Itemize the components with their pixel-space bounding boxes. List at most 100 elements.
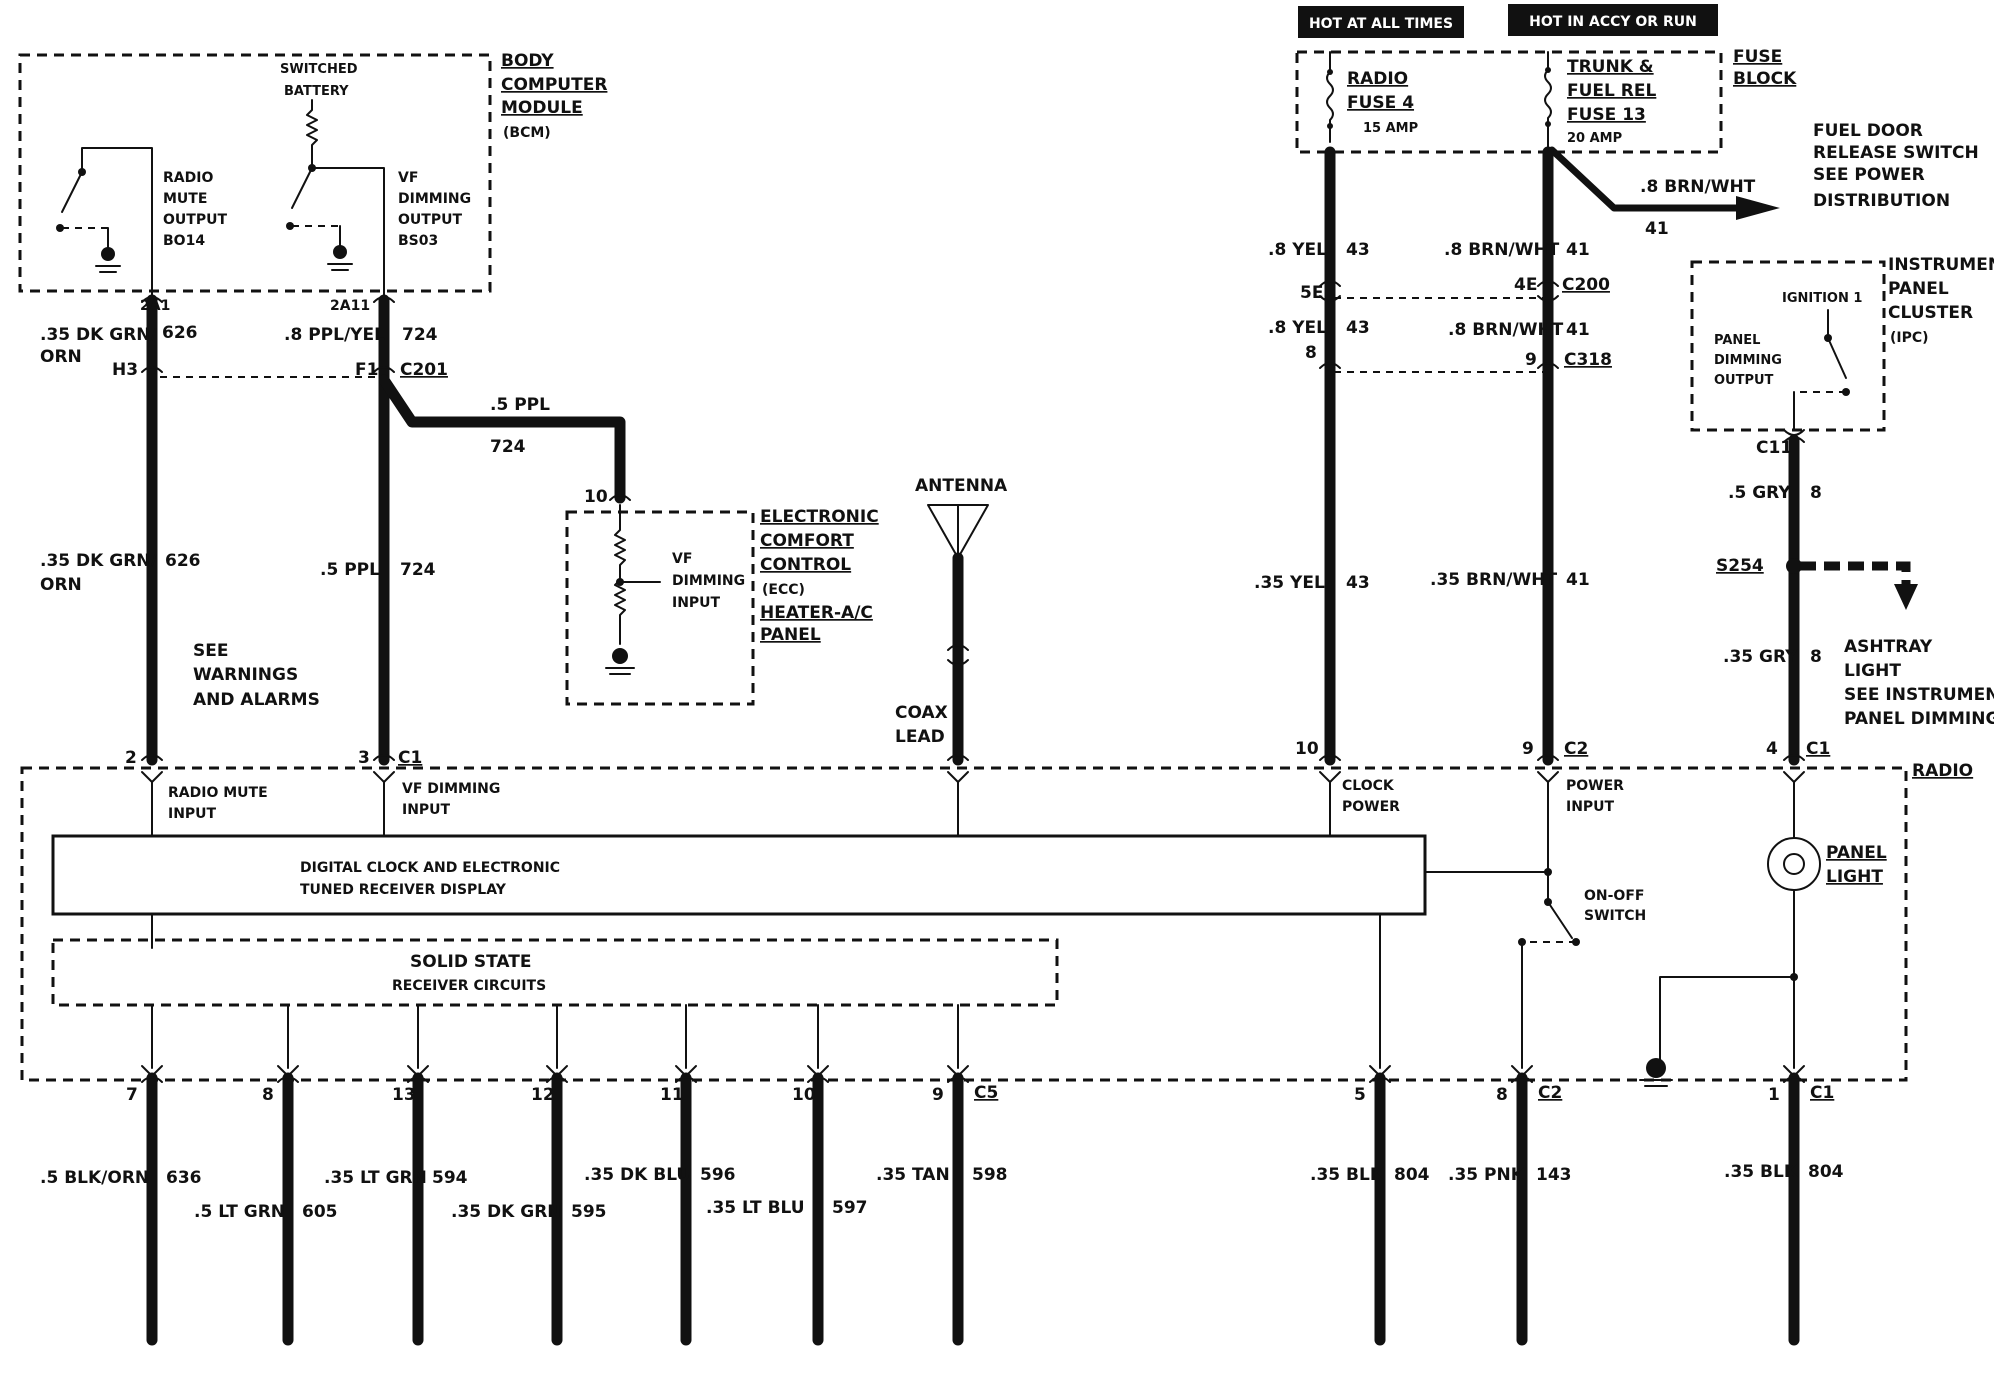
fuel-door-circuit: 41: [1645, 219, 1669, 239]
bottom-arrow-9: [1511, 1065, 1533, 1077]
vf-dimming-input-2: INPUT: [402, 802, 451, 818]
fuse-block-title-1: FUSE: [1733, 47, 1782, 67]
panel-light-icon: [1639, 771, 1821, 1087]
ashtray-text-2: LIGHT: [1844, 661, 1901, 681]
ipc-title-3: CLUSTER: [1888, 303, 1973, 323]
ipc-title-2: PANEL: [1888, 279, 1949, 299]
warnings-text-3: AND ALARMS: [193, 690, 320, 710]
bottom-connector-7: [947, 1076, 969, 1083]
wire-626-label-b: .35 DK GRN/: [40, 551, 158, 571]
bcm-radio-mute-2: MUTE: [163, 191, 207, 207]
vf-dimming-switch-icon: [286, 99, 385, 296]
on-off-switch-2: SWITCH: [1584, 908, 1646, 924]
wire-724-num-a: 724: [402, 325, 438, 345]
wire-41-label-a: .8 BRN/WHT: [1444, 240, 1560, 260]
bcm-title-2: COMPUTER: [501, 75, 607, 95]
pin-4e: 4E: [1514, 275, 1537, 295]
bottom-pin-2: 8: [262, 1085, 274, 1105]
wire-43-num-a: 43: [1346, 240, 1370, 260]
trunk-fuse-label-3: FUSE 13: [1567, 105, 1646, 125]
fuse-block: FUSE BLOCK RADIO FUSE 4 15 AMP TRUNK & F…: [1295, 47, 1797, 154]
bcm-title-3: MODULE: [501, 98, 583, 118]
wire-626-num-b: 626: [165, 551, 201, 571]
wire-41-num-c: 41: [1566, 570, 1590, 590]
ecc-title-6: PANEL: [760, 625, 821, 645]
conn-c1-b: C1: [1806, 739, 1830, 759]
bcm-radio-mute-1: RADIO: [163, 170, 213, 186]
bottom-wire-label-1: .5 BLK/ORN: [40, 1168, 149, 1188]
radio-fuse-icon: [1326, 51, 1334, 143]
bcm-switched-2: BATTERY: [284, 84, 349, 99]
bottom-arrow-10: [1783, 1065, 1805, 1077]
ecc-title-1: ELECTRONIC: [760, 507, 879, 527]
trunk-fuse-label-1: TRUNK &: [1567, 57, 1654, 77]
hot-at-all-times-tag: HOT AT ALL TIMES: [1298, 6, 1464, 38]
bottom-conn-9: C2: [1538, 1083, 1562, 1103]
ipc-panel-1: PANEL: [1714, 333, 1760, 348]
wire-626: 2A1 .35 DK GRN/ ORN 626 H3 .35 DK GRN/ O…: [40, 294, 201, 768]
wire-43-num-b: 43: [1346, 318, 1370, 338]
radio-mute-input-2: INPUT: [168, 806, 217, 822]
radio-title: RADIO: [1912, 761, 1973, 781]
radio-fuse-label-1: RADIO: [1347, 69, 1408, 89]
power-input-1: POWER: [1566, 778, 1624, 794]
bcm-vf-3: OUTPUT: [398, 212, 462, 228]
wire-626-num-a: 626: [162, 323, 198, 343]
ipc-title-4: (IPC): [1890, 330, 1929, 346]
bottom-arrow-7: [947, 1065, 969, 1077]
panel-light-1: PANEL: [1826, 843, 1887, 863]
vf-dimming-input-1: VF DIMMING: [402, 781, 500, 797]
ipc-panel-2: DIMMING: [1714, 353, 1782, 368]
bottom-conn-10: C1: [1810, 1083, 1834, 1103]
wire-8-num-b: 8: [1810, 647, 1822, 667]
fuel-door-branch: .8 BRN/WHT 41 FUEL DOOR RELEASE SWITCH S…: [1548, 121, 1979, 239]
bottom-wire-num-10: 804: [1808, 1162, 1844, 1182]
on-off-switch-1: ON-OFF: [1584, 888, 1644, 904]
ipc-panel-3: OUTPUT: [1714, 373, 1774, 388]
instrument-panel-cluster: INSTRUMENT PANEL CLUSTER (IPC) IGNITION …: [1690, 255, 1994, 458]
bottom-wire-num-2: 605: [302, 1202, 338, 1222]
fuel-door-text-1: FUEL DOOR: [1813, 121, 1923, 141]
bottom-connector-3: [407, 1076, 429, 1083]
body-computer-module: BODY COMPUTER MODULE (BCM) SWITCHED BATT…: [18, 51, 607, 296]
bottom-arrow-1: [141, 1065, 163, 1077]
wire-41-num-a: 41: [1566, 240, 1590, 260]
bottom-arrow-4: [546, 1065, 568, 1077]
bottom-pin-10: 1: [1768, 1085, 1780, 1105]
radio-mute-switch-icon: [56, 147, 153, 296]
clock-power-2: POWER: [1342, 799, 1400, 815]
bottom-arrow-8: [1369, 1065, 1391, 1077]
coax-label-2: LEAD: [895, 727, 945, 747]
ecc-vf-2: DIMMING: [672, 573, 745, 589]
ecc-title-5: HEATER-A/C: [760, 603, 873, 623]
conn-c201: C201: [400, 360, 448, 380]
bottom-wire-label-2: .5 LT GRN: [194, 1202, 285, 1222]
bcm-vf-2: DIMMING: [398, 191, 471, 207]
wire-8-label-b: .35 GRY: [1723, 647, 1798, 667]
wire-724-label-a: .8 PPL/YEL: [284, 325, 385, 345]
pin-2a11: 2A11: [330, 298, 370, 314]
fuel-door-text-2: RELEASE SWITCH: [1813, 143, 1979, 163]
ecc-vf-1: VF: [672, 551, 692, 567]
ipc-switch-icon: [1793, 309, 1850, 431]
bottom-wire-num-7: 598: [972, 1165, 1008, 1185]
splice-s254-dot: [1786, 558, 1802, 574]
bottom-pin-5: 11: [660, 1085, 684, 1105]
wire-41-label-c: .35 BRN/WHT: [1430, 570, 1557, 590]
wire-43-label-a: .8 YEL: [1268, 240, 1327, 260]
wire-8-label-a: .5 GRY: [1728, 483, 1791, 503]
antenna: ANTENNA COAX LEAD: [895, 476, 1008, 766]
clock-power-1: CLOCK: [1342, 778, 1395, 794]
fuse-block-title-2: BLOCK: [1733, 69, 1797, 89]
power-input-2: INPUT: [1566, 799, 1615, 815]
ecc-title-4: (ECC): [762, 582, 805, 598]
bottom-wire-label-8: .35 BLK: [1310, 1165, 1384, 1185]
bottom-wire-num-8: 804: [1394, 1165, 1430, 1185]
pin-f1: F1: [355, 360, 378, 380]
wire-41: .8 BRN/WHT 41 4E C200 .8 BRN/WHT 41 9 C3…: [1430, 146, 1612, 766]
bottom-wire-num-6: 597: [832, 1198, 868, 1218]
pin-8: 8: [1305, 343, 1317, 363]
solid-state-2: RECEIVER CIRCUITS: [392, 978, 546, 994]
ipc-ignition: IGNITION 1: [1782, 291, 1862, 306]
